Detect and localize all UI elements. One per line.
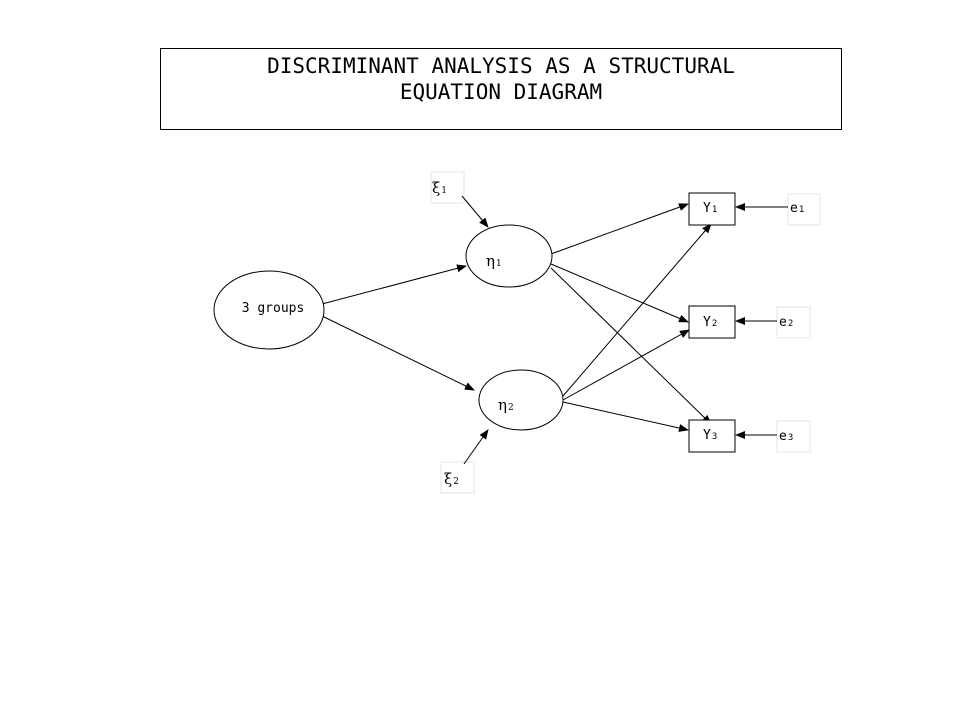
e1-label: e1 (790, 201, 804, 216)
eta2-label: η2 (498, 396, 514, 414)
arrow-eta1-y1 (550, 203, 689, 255)
eta1-label: η1 (486, 252, 502, 270)
e1-box (787, 193, 821, 226)
groups-label: 3 groups (242, 301, 305, 316)
arrow-groups-eta2 (321, 315, 475, 391)
xi1-label: ξ1 (432, 179, 447, 197)
y3-box (688, 419, 736, 453)
e3-label: e3 (779, 429, 793, 444)
xi1-box (430, 171, 465, 204)
y2-label: Y2 (703, 315, 717, 330)
arrow-xi2-eta2 (463, 429, 489, 465)
y3-label: Y3 (703, 428, 717, 443)
arrow-eta2-y1 (562, 223, 712, 397)
arrow-eta1-y2 (550, 263, 689, 323)
e3-box (776, 420, 811, 453)
arrow-eta1-y3 (550, 267, 712, 425)
title-line-1: DISCRIMINANT ANALYSIS AS A STRUCTURAL (267, 54, 735, 78)
eta1-node (465, 224, 553, 288)
y1-label: Y1 (703, 201, 717, 216)
arrow-eta2-y3 (562, 401, 689, 432)
xi2-label: ξ2 (444, 470, 459, 488)
eta2-node (478, 369, 564, 431)
title-box: DISCRIMINANT ANALYSIS AS A STRUCTURAL EQ… (160, 48, 842, 130)
groups-node (213, 270, 325, 350)
e2-label: e2 (779, 315, 793, 330)
xi2-box (440, 461, 475, 494)
arrow-eta2-y2 (562, 329, 690, 401)
arrow-groups-eta1 (321, 264, 467, 305)
e2-box (776, 306, 811, 339)
y1-box (688, 192, 736, 226)
y2-box (688, 305, 736, 339)
arrow-xi1-eta1 (461, 195, 489, 228)
title-line-2: EQUATION DIAGRAM (399, 80, 603, 104)
